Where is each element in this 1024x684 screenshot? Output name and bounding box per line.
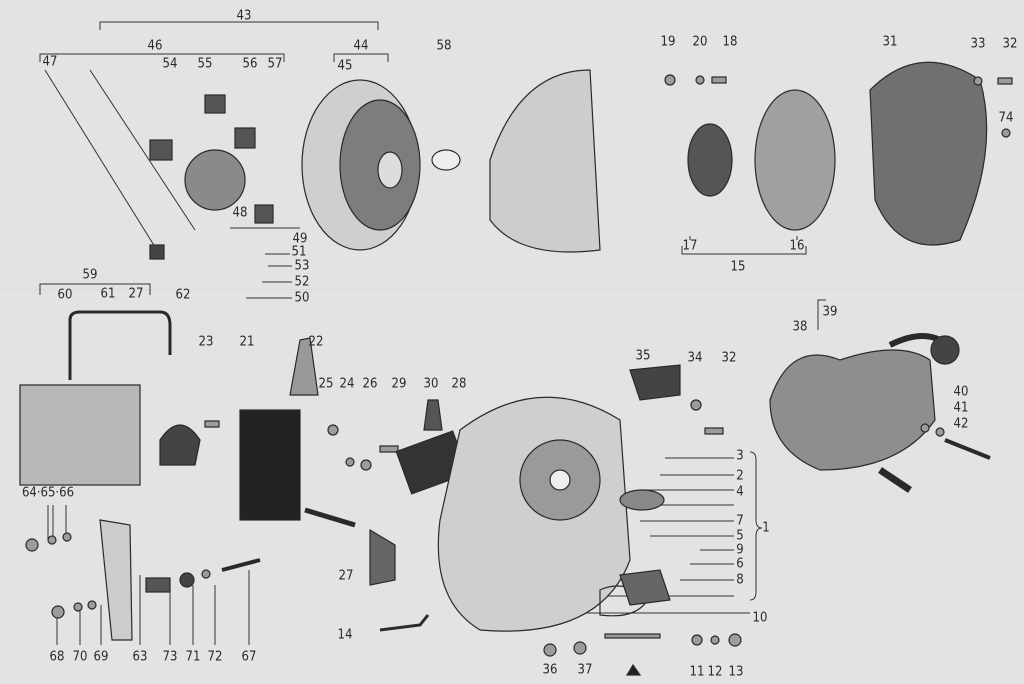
callout-32: 32 [1002, 36, 1018, 52]
callout-34: 34 [687, 350, 703, 366]
callout-48: 48 [232, 205, 248, 221]
callout-51: 51 [291, 244, 307, 260]
callout-70: 70 [72, 649, 88, 665]
callout-28: 28 [451, 376, 467, 392]
callout-11: 11 [689, 664, 705, 680]
callout-4: 4 [736, 484, 744, 500]
callout-54: 54 [162, 56, 178, 72]
callout-52: 52 [294, 274, 310, 290]
callout-5: 5 [736, 528, 744, 544]
callout-6: 6 [736, 556, 744, 572]
callout-21: 21 [239, 334, 255, 350]
callout-55: 55 [197, 56, 213, 72]
callout-69: 69 [93, 649, 109, 665]
callout-47: 47 [42, 54, 58, 70]
callout-62: 62 [175, 287, 191, 303]
callout-13: 13 [728, 664, 744, 680]
callout-2: 2 [736, 468, 744, 484]
callout-40: 40 [953, 384, 969, 400]
callout-49: 49 [292, 231, 308, 247]
callout-53: 53 [294, 258, 310, 274]
callout-25: 25 [318, 376, 334, 392]
callout-17: 17 [682, 238, 698, 254]
callout-12: 12 [707, 664, 723, 680]
callout-46: 46 [147, 38, 163, 54]
callout-72: 72 [207, 649, 223, 665]
callout-3: 3 [736, 448, 744, 464]
parts-shapes [19, 61, 1013, 676]
callout-67: 67 [241, 649, 257, 665]
callout-30: 30 [423, 376, 439, 392]
callout-64-65-66: 64·65·66 [21, 485, 75, 501]
callout-22: 22 [308, 334, 324, 350]
callout-38: 38 [792, 319, 808, 335]
callout-43: 43 [236, 8, 252, 24]
callout-18: 18 [722, 34, 738, 50]
callout-20: 20 [692, 34, 708, 50]
callout-19: 19 [660, 34, 676, 50]
callout-45: 45 [337, 58, 353, 74]
callout-59: 59 [82, 267, 98, 283]
callout-57: 57 [267, 56, 283, 72]
callout-24: 24 [339, 376, 355, 392]
callout-37: 37 [577, 662, 593, 678]
callout-39: 39 [822, 304, 838, 320]
callout-61: 61 [100, 286, 116, 302]
callout-60: 60 [57, 287, 73, 303]
callout-58: 58 [436, 38, 452, 54]
callout-56: 56 [242, 56, 258, 72]
callout-73: 73 [162, 649, 178, 665]
callout-31: 31 [882, 34, 898, 50]
callout-33: 33 [970, 36, 986, 52]
callout-71: 71 [185, 649, 201, 665]
callout-41: 41 [953, 400, 969, 416]
callout-35: 35 [635, 348, 651, 364]
callout-29: 29 [391, 376, 407, 392]
page-fold-line [0, 289, 1024, 290]
callout-9: 9 [736, 542, 744, 558]
callout-32b: 32 [721, 350, 737, 366]
callout-27: 27 [128, 286, 144, 302]
bracket-lines [39, 21, 826, 645]
callout-36: 36 [542, 662, 558, 678]
callout-26: 26 [362, 376, 378, 392]
callout-74: 74 [998, 110, 1014, 126]
callout-10: 10 [752, 610, 768, 626]
callout-50: 50 [294, 290, 310, 306]
callout-44: 44 [353, 38, 369, 54]
callout-42: 42 [953, 416, 969, 432]
callout-27b: 27 [338, 568, 354, 584]
callout-23: 23 [198, 334, 214, 350]
callout-1: 1 [762, 520, 770, 536]
callout-8: 8 [736, 572, 744, 588]
callout-15: 15 [730, 259, 746, 275]
callout-7: 7 [736, 513, 744, 529]
callout-68: 68 [49, 649, 65, 665]
callout-14: 14 [337, 627, 353, 643]
callout-16: 16 [789, 238, 805, 254]
callout-63: 63 [132, 649, 148, 665]
